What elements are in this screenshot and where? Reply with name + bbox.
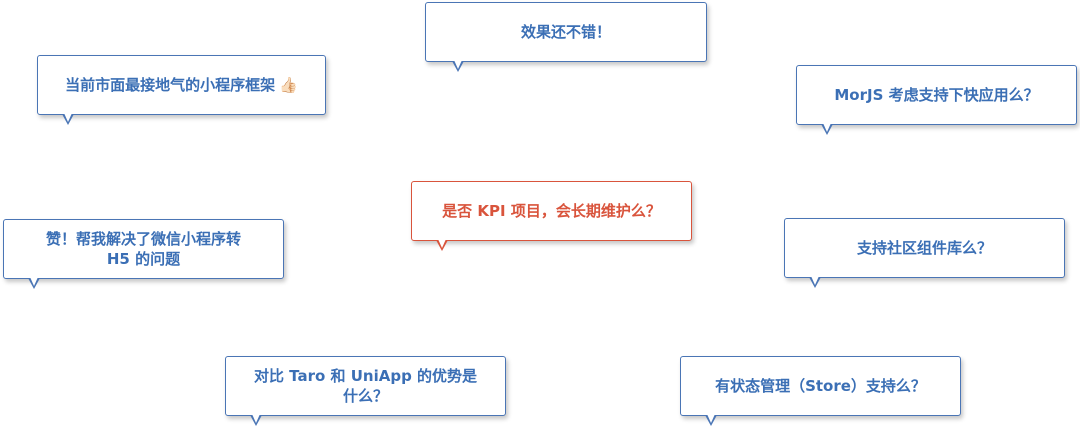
bubble-tail	[62, 113, 74, 125]
bubble-tail	[436, 239, 448, 251]
bubble-text: 赞！帮我解决了微信小程序转 H5 的问题	[45, 230, 241, 268]
bubble-tail	[28, 277, 40, 289]
speech-bubble-kpi-project: 是否 KPI 项目，会长期维护么？	[411, 181, 692, 251]
speech-bubble-most-grounded-framework: 当前市面最接地气的小程序框架👍🏻	[37, 55, 326, 125]
bubble-tail	[809, 276, 821, 288]
speech-bubble-taro-uniapp-comparison: 对比 Taro 和 UniApp 的优势是 什么？	[225, 356, 506, 426]
speech-bubble-quick-app-support: MorJS 考虑支持下快应用么？	[796, 65, 1077, 135]
bubble-text: MorJS 考虑支持下快应用么？	[834, 86, 1039, 104]
bubble-tail	[250, 414, 262, 426]
bubble-text: 当前市面最接地气的小程序框架👍🏻	[65, 76, 298, 94]
bubble-text: 支持社区组件库么？	[856, 239, 992, 257]
bubble-tail	[705, 414, 717, 426]
bubble-tail	[452, 60, 464, 72]
thumbs-up-icon: 👍🏻	[279, 76, 298, 94]
bubble-text: 效果还不错！	[520, 23, 611, 41]
bubble-text: 是否 KPI 项目，会长期维护么？	[442, 202, 661, 220]
bubble-tail	[821, 123, 833, 135]
speech-bubble-community-components: 支持社区组件库么？	[784, 218, 1065, 288]
speech-bubble-store-support: 有状态管理（Store）支持么？	[680, 356, 961, 426]
speech-bubble-wechat-to-h5: 赞！帮我解决了微信小程序转 H5 的问题	[3, 219, 284, 289]
bubble-text: 有状态管理（Store）支持么？	[715, 377, 926, 395]
bubble-text: 对比 Taro 和 UniApp 的优势是 什么？	[253, 367, 478, 405]
speech-bubble-effect-good: 效果还不错！	[425, 2, 707, 72]
